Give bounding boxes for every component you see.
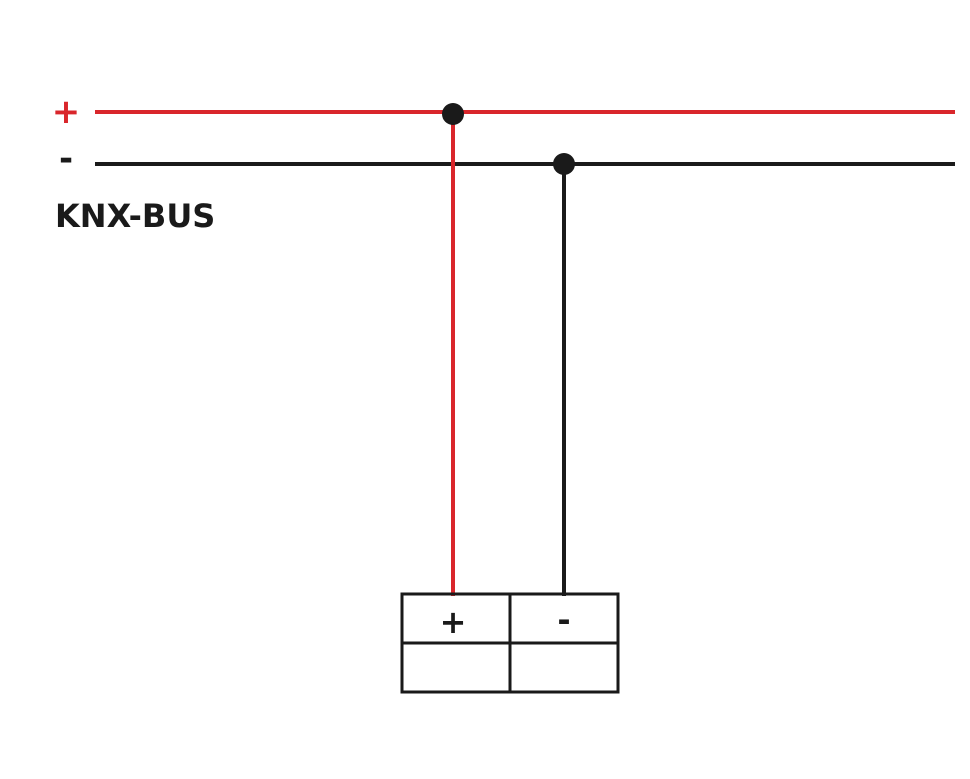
terminal-block: + - — [400, 592, 620, 694]
terminal-negative-label: - — [557, 601, 570, 639]
bus-name-label: KNX-BUS — [55, 197, 215, 235]
bus-negative-symbol: - — [59, 139, 73, 179]
positive-junction-dot — [442, 103, 464, 125]
terminal-positive-label: + — [440, 603, 467, 641]
bus-positive-symbol: + — [52, 92, 81, 132]
negative-junction-dot — [553, 153, 575, 175]
